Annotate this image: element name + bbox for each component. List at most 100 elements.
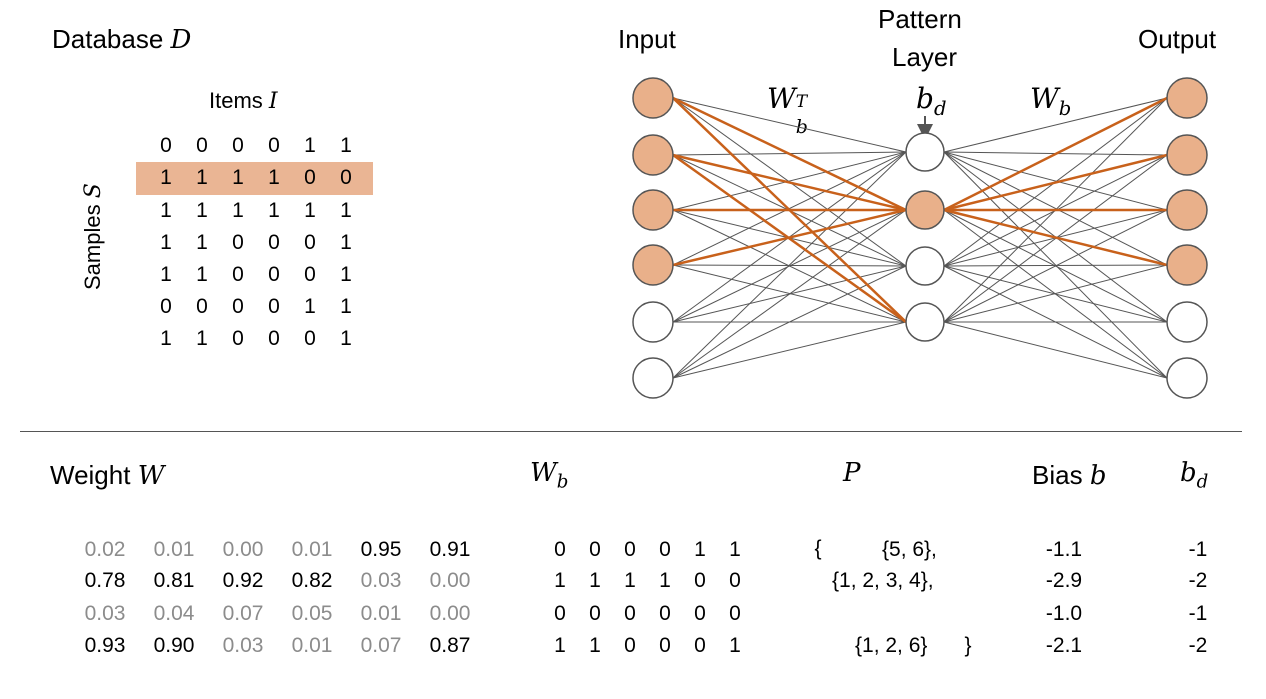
database-cell: 1 <box>340 134 352 157</box>
bias-value: -2.1 <box>1045 634 1083 657</box>
bias-title: Bias b <box>1032 460 1107 491</box>
output-node <box>1166 189 1208 231</box>
wb-cell: 0 <box>554 538 566 561</box>
pattern-output-edge <box>943 97 1168 153</box>
pattern-output-edge <box>943 151 1168 266</box>
input-node <box>632 301 674 343</box>
wb-cell: 1 <box>694 538 706 561</box>
input-node <box>632 244 674 286</box>
input-pattern-edge <box>672 321 907 379</box>
weight-cell: 0.87 <box>429 634 471 657</box>
database-cell: 1 <box>160 166 172 189</box>
wb-cell: 0 <box>729 602 741 625</box>
weight-cell: 0.07 <box>360 634 402 657</box>
database-title: Database D <box>52 24 192 55</box>
section-divider <box>20 431 1242 432</box>
wb-cell: 1 <box>659 569 671 592</box>
bd-value: -2 <box>1188 569 1208 592</box>
weight-cell: 0.81 <box>153 569 195 592</box>
pattern-output-edge <box>943 209 1168 323</box>
wb-cell: 1 <box>729 634 741 657</box>
database-cell: 1 <box>340 327 352 350</box>
pattern-node <box>905 132 945 172</box>
database-cell: 1 <box>340 199 352 222</box>
wb-cell: 0 <box>624 602 636 625</box>
input-node <box>632 77 674 119</box>
weight-title: Weight W <box>50 460 165 491</box>
weight-cell: 0.92 <box>222 569 264 592</box>
wb-cell: 0 <box>659 538 671 561</box>
wb-cell: 1 <box>554 569 566 592</box>
weight-cell: 0.05 <box>291 602 333 625</box>
weight-cell: 0.01 <box>291 634 333 657</box>
pattern-label-line1: Pattern <box>878 4 962 34</box>
input-pattern-edge-highlighted <box>672 153 907 212</box>
database-cell: 0 <box>304 231 316 254</box>
wb-cell: 1 <box>624 569 636 592</box>
wb-cell: 0 <box>554 602 566 625</box>
database-cell: 0 <box>232 134 244 157</box>
wb-cell: 0 <box>694 634 706 657</box>
database-cell: 1 <box>340 231 352 254</box>
input-node <box>632 357 674 399</box>
pattern-output-edge-highlighted <box>943 153 1168 212</box>
wb-cell: 0 <box>694 602 706 625</box>
database-cell: 0 <box>268 295 280 318</box>
database-cell: 0 <box>304 327 316 350</box>
p-title: P <box>843 458 861 488</box>
database-cell: 1 <box>304 295 316 318</box>
database-cell: 0 <box>196 134 208 157</box>
database-cell: 1 <box>160 231 172 254</box>
weight-cell: 0.78 <box>84 569 126 592</box>
database-cell: 1 <box>340 263 352 286</box>
wb-cell: 0 <box>589 602 601 625</box>
database-cell: 1 <box>160 263 172 286</box>
input-pattern-edge-highlighted <box>672 96 907 212</box>
database-cell: 0 <box>160 134 172 157</box>
database-cell: 0 <box>232 231 244 254</box>
p-close-brace: } <box>964 634 972 657</box>
database-var: D <box>170 25 192 55</box>
wb-label: Wb <box>1030 82 1072 120</box>
input-pattern-edge-highlighted <box>672 97 907 323</box>
wb-cell: 1 <box>729 538 741 561</box>
database-cell: 0 <box>268 134 280 157</box>
weight-cell: 0.82 <box>291 569 333 592</box>
pattern-output-edge-highlighted <box>943 208 1168 267</box>
p-item: {1, 2, 6} <box>855 634 928 657</box>
input-node <box>632 134 674 176</box>
wb-cell: 0 <box>589 538 601 561</box>
database-cell: 1 <box>232 166 244 189</box>
wb-cell: 1 <box>589 569 601 592</box>
weight-cell: 0.03 <box>222 634 264 657</box>
wb-cell: 0 <box>729 569 741 592</box>
weight-cell: 0.00 <box>429 602 471 625</box>
weight-cell: 0.91 <box>429 538 471 561</box>
weight-cell: 0.04 <box>153 602 195 625</box>
input-node <box>632 189 674 231</box>
weight-cell: 0.00 <box>222 538 264 561</box>
database-cell: 1 <box>196 231 208 254</box>
p-item: {5, 6}, <box>882 538 937 561</box>
weight-cell: 0.02 <box>84 538 126 561</box>
database-cell: 0 <box>340 166 352 189</box>
bd-value: -1 <box>1188 602 1208 625</box>
bias-value: -1.0 <box>1045 602 1083 625</box>
weight-cell: 0.01 <box>153 538 195 561</box>
bd-label: bd <box>916 82 947 120</box>
weight-cell: 0.03 <box>84 602 126 625</box>
input-pattern-edge <box>672 151 907 379</box>
pattern-node <box>905 246 945 286</box>
p-open-brace: { <box>814 537 822 560</box>
output-node <box>1166 357 1208 399</box>
database-cell: 0 <box>232 295 244 318</box>
database-cell: 0 <box>268 263 280 286</box>
weight-cell: 0.93 <box>84 634 126 657</box>
database-cell: 0 <box>160 295 172 318</box>
bd-value: -2 <box>1188 634 1208 657</box>
database-cell: 0 <box>268 327 280 350</box>
database-cell: 1 <box>196 327 208 350</box>
output-node <box>1166 301 1208 343</box>
bd-value: -1 <box>1188 538 1208 561</box>
wb-cell: 0 <box>694 569 706 592</box>
